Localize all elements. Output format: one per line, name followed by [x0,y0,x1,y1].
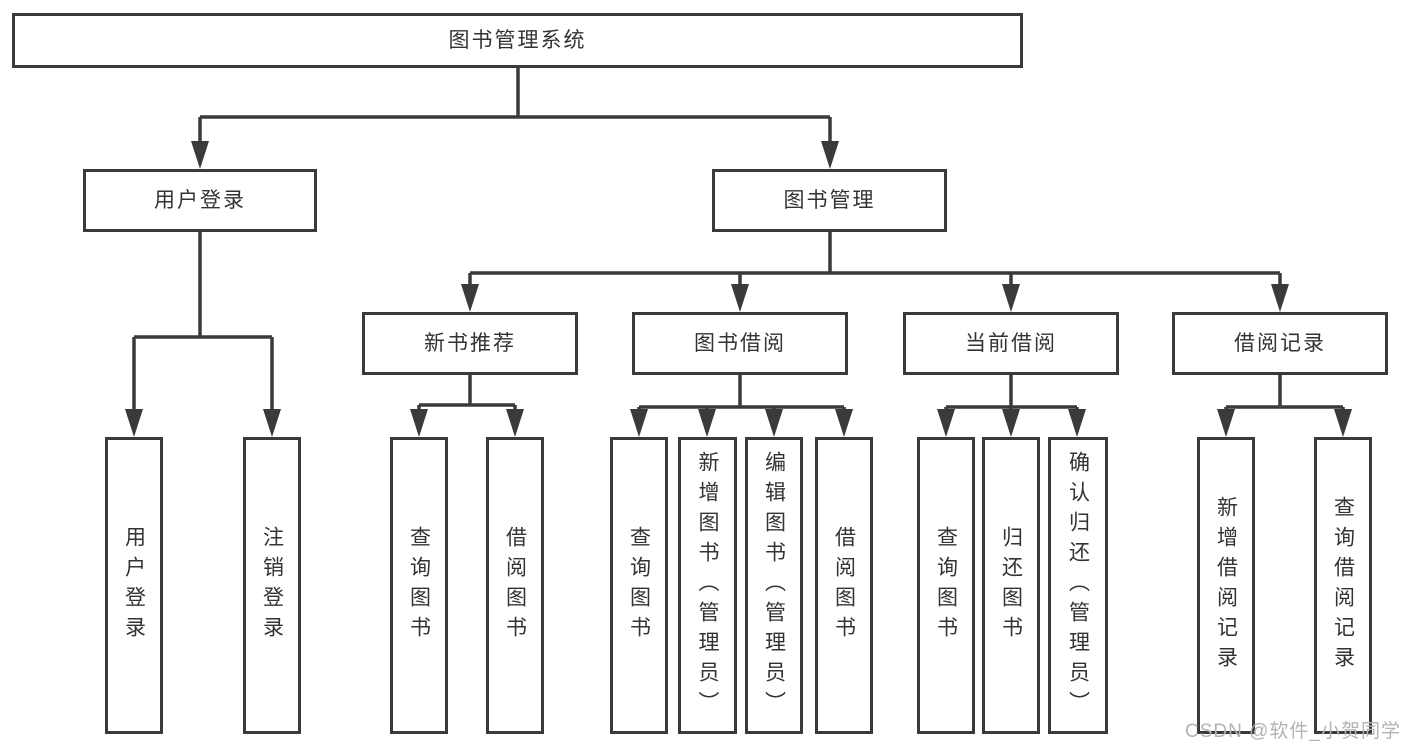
node-book-borrow: 图书借阅 [632,312,848,375]
node-leaf-borrow-book-2: 借阅图书 [815,437,873,734]
node-book-management: 图书管理 [712,169,947,232]
node-leaf-add-borrow-record: 新增借阅记录 [1197,437,1255,734]
node-new-book-recommend: 新书推荐 [362,312,578,375]
node-leaf-user-login: 用户登录 [105,437,163,734]
node-leaf-query-book-3: 查询图书 [917,437,975,734]
node-leaf-query-borrow-record: 查询借阅记录 [1314,437,1372,734]
node-user-login: 用户登录 [83,169,317,232]
node-leaf-edit-book-admin: 编辑图书（管理员） [745,437,803,734]
node-leaf-query-book-2: 查询图书 [610,437,668,734]
node-leaf-add-book-admin: 新增图书（管理员） [678,437,737,734]
node-leaf-query-book-1: 查询图书 [390,437,448,734]
node-borrow-records: 借阅记录 [1172,312,1388,375]
node-leaf-return-book: 归还图书 [982,437,1040,734]
node-root-system: 图书管理系统 [12,13,1023,68]
node-leaf-confirm-return-admin: 确认归还（管理员） [1048,437,1108,734]
node-leaf-borrow-book-1: 借阅图书 [486,437,544,734]
node-leaf-logout: 注销登录 [243,437,301,734]
csdn-watermark: CSDN @软件_小贺同学 [1185,721,1401,742]
node-current-borrow: 当前借阅 [903,312,1119,375]
